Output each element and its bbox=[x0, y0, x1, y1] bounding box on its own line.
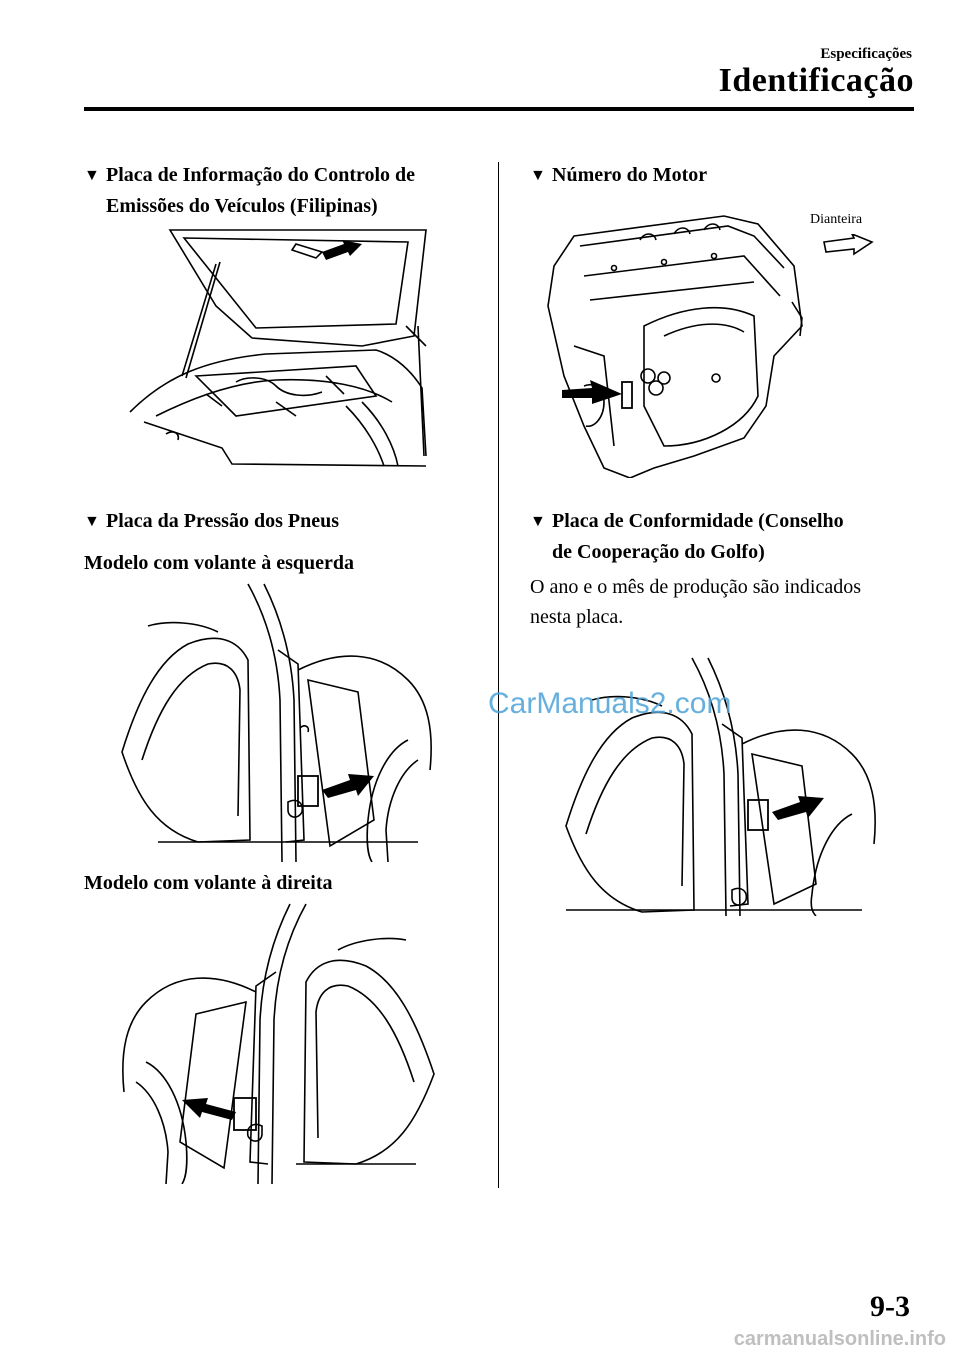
pointer-arrow-icon bbox=[562, 380, 622, 404]
lhd-door-pillar-illustration bbox=[118, 580, 436, 862]
engine-illustration bbox=[544, 206, 810, 478]
lhd-model-label: Modelo com volante à esquerda bbox=[84, 552, 354, 574]
bullet-triangle-icon: ▼ bbox=[530, 513, 546, 530]
column-divider bbox=[498, 162, 499, 1188]
engine-number-heading: ▼Número do Motor bbox=[530, 160, 707, 191]
footer-site-mark: carmanualsonline.info bbox=[733, 1328, 946, 1350]
bullet-triangle-icon: ▼ bbox=[84, 167, 100, 184]
gcc-description: O ano e o mês de produção são indicados … bbox=[530, 576, 862, 628]
pointer-arrow-icon bbox=[322, 240, 362, 260]
gcc-door-pillar-illustration bbox=[562, 654, 880, 916]
section-name: Especificações bbox=[820, 46, 912, 62]
pointer-arrow-icon bbox=[182, 1098, 236, 1120]
bullet-triangle-icon: ▼ bbox=[530, 167, 546, 184]
rhd-model-label: Modelo com volante à direita bbox=[84, 872, 333, 894]
emission-plate-heading: ▼Placa de Informação do Controlo de Emis… bbox=[84, 160, 415, 221]
pointer-arrow-icon bbox=[772, 796, 824, 820]
pointer-arrow-icon bbox=[322, 774, 374, 798]
tire-pressure-heading: ▼Placa da Pressão dos Pneus bbox=[84, 506, 339, 537]
front-direction-arrow-icon bbox=[823, 234, 874, 256]
bullet-triangle-icon: ▼ bbox=[84, 513, 100, 530]
rhd-door-pillar-illustration bbox=[116, 900, 438, 1184]
front-direction-label: Dianteira bbox=[810, 212, 863, 227]
header-rule bbox=[84, 107, 914, 111]
watermark-text: CarManuals2.com bbox=[488, 687, 732, 720]
hood-open-illustration bbox=[126, 226, 432, 470]
gcc-plate-heading: ▼Placa de Conformidade (Conselho de Coop… bbox=[530, 506, 844, 567]
page-title: Identificação bbox=[718, 62, 914, 99]
page-number: 9-3 bbox=[870, 1290, 910, 1323]
